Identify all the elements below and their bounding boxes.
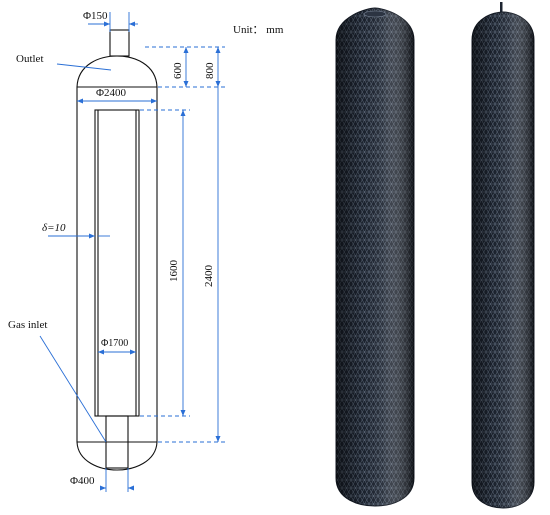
vessel-schematic <box>76 29 158 471</box>
bottom-head <box>76 441 158 471</box>
label-vessel-diameter: Φ2400 <box>96 87 127 99</box>
label-inner-diameter: Φ1700 <box>101 338 128 349</box>
label-outlet: Outlet <box>16 53 44 65</box>
top-head <box>76 55 158 88</box>
outlet-pipe <box>109 29 130 57</box>
mesh-outlet-opening <box>363 10 387 18</box>
label-inlet-diameter: Φ400 <box>70 475 95 487</box>
label-top-height: 800 <box>204 62 216 79</box>
mesh-outlet-stub <box>500 2 503 14</box>
label-unit: Unit： mm <box>233 24 284 36</box>
mesh-view-left <box>335 7 415 507</box>
schematic-labels: Φ150 Unit： mm Outlet Φ2400 600 800 δ=10 … <box>8 10 284 487</box>
dimension-lines <box>39 12 225 492</box>
label-wall-thickness: δ=10 <box>42 222 66 234</box>
inner-tube <box>94 109 140 417</box>
label-body-length: 2400 <box>203 265 215 288</box>
label-outlet-diameter: Φ150 <box>83 10 108 22</box>
label-gas-inlet: Gas inlet <box>8 319 47 331</box>
label-inner-length: 1600 <box>168 260 180 283</box>
label-head-height: 600 <box>172 62 184 79</box>
mesh-view-right <box>471 2 535 509</box>
